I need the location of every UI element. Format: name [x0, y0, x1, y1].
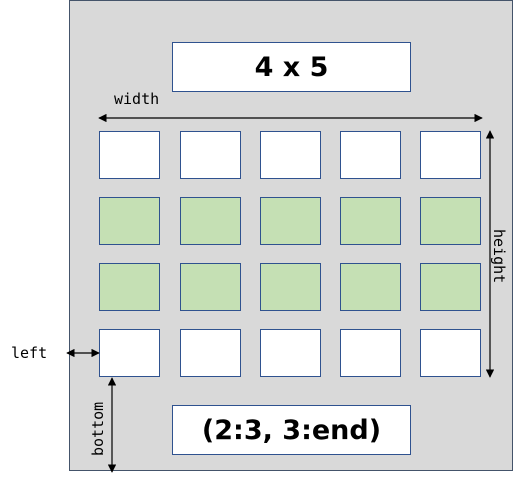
grid-cell-r4c2 [180, 329, 241, 377]
grid-cell-r4c3 [260, 329, 321, 377]
grid-cell-r1c3 [260, 131, 321, 179]
grid-cell-r3c4 [340, 263, 401, 311]
bottom-label: bottom [89, 401, 107, 456]
grid-size-title: 4 x 5 [172, 42, 411, 92]
grid-cell-r4c5 [420, 329, 481, 377]
height-label: height [490, 229, 508, 284]
grid-cell-r2c3 [260, 197, 321, 245]
grid-cell-r2c1 [99, 197, 160, 245]
grid-cell-r3c5 [420, 263, 481, 311]
grid-cell-r4c1 [99, 329, 160, 377]
grid-cell-r1c5 [420, 131, 481, 179]
width-label: width [114, 90, 160, 108]
left-label: left [11, 344, 48, 362]
grid-cell-r2c5 [420, 197, 481, 245]
grid-cell-r1c2 [180, 131, 241, 179]
grid-cell-r3c3 [260, 263, 321, 311]
grid-cell-r1c1 [99, 131, 160, 179]
grid-cell-r2c2 [180, 197, 241, 245]
grid-cell-r3c1 [99, 263, 160, 311]
grid-cell-r3c2 [180, 263, 241, 311]
grid-cell-r2c4 [340, 197, 401, 245]
grid-cell-r1c4 [340, 131, 401, 179]
index-range-title: (2:3, 3:end) [172, 405, 411, 455]
grid-cell-r4c4 [340, 329, 401, 377]
